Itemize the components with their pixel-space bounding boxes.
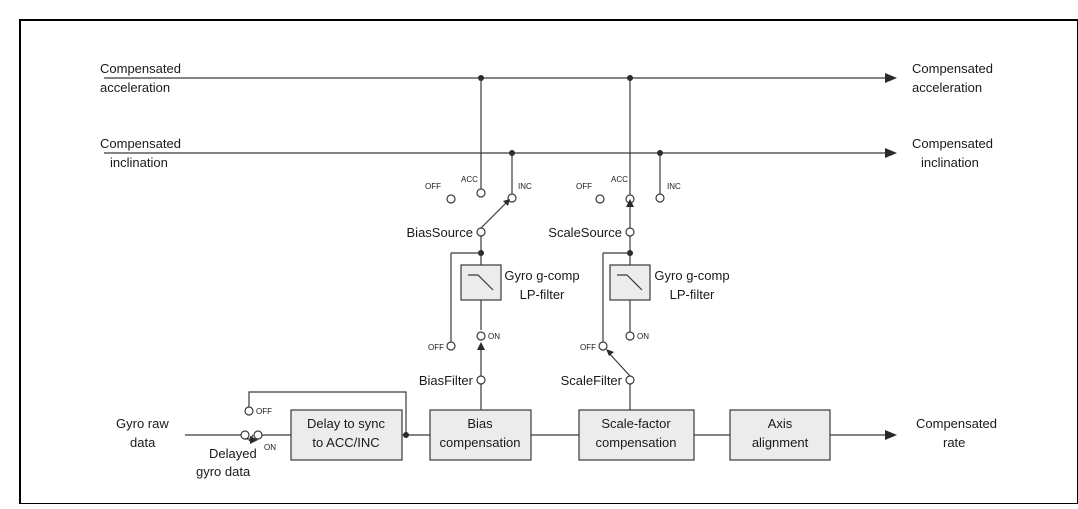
scale-source-inc-terminal [655,193,665,203]
input-acceleration-line1: Compensated [100,61,181,76]
output-inclination-line1: Compensated [912,136,993,151]
bias-filter-common-terminal [476,375,486,385]
inclination-arrow [885,148,897,158]
scale-block-line1: Scale-factor [601,416,671,431]
rate-output-arrow [885,430,897,440]
bias-source-common-terminal [476,227,486,237]
delay-output-junction [403,432,409,438]
acceleration-arrow [885,73,897,83]
bias-source-label: BiasSource [407,225,473,240]
scale-lp-filter-icon [617,274,643,291]
scale-filter-off-terminal [598,341,608,351]
scale-filter-on-terminal [625,331,635,341]
delayed-gyro-line2: gyro data [196,464,251,479]
delay-block-line1: Delay to sync [307,416,386,431]
input-acceleration-line2: acceleration [100,80,170,95]
bias-filter-switch-label: BiasFilter [419,373,474,388]
delay-switch-arrow [250,436,258,444]
bias-source-inc-terminal [507,193,517,203]
scale-source-common-terminal [625,227,635,237]
bias-filter-label-line2: LP-filter [520,287,565,302]
output-acceleration-line1: Compensated [912,61,993,76]
delay-off-label: OFF [256,407,272,416]
scale-filter-switch-blade [607,351,631,377]
output-rate-line1: Compensated [916,416,997,431]
bias-filter-switch-arrow [477,342,485,350]
axis-block-line1: Axis [768,416,793,431]
output-rate-line2: rate [943,435,965,450]
scale-source-off-terminal [595,194,605,204]
bias-acc-label: ACC [461,175,478,184]
bias-filter-off-label: OFF [428,343,444,352]
scale-filter-switch-label: ScaleFilter [561,373,623,388]
bias-compensation-block [429,409,532,461]
output-acceleration-line2: acceleration [912,80,982,95]
bias-filter-on-terminal [476,331,486,341]
bias-lp-filter-block [460,264,502,301]
bias-on-label: ON [488,332,500,341]
bias-block-line2: compensation [440,435,521,450]
bias-filter-off-terminal [446,341,456,351]
bias-lp-filter-icon [468,274,494,291]
delay-on-terminal [253,430,263,440]
scale-source-switch-arrow [626,199,634,207]
scale-filter-off-label: OFF [580,343,596,352]
delay-off-terminal [244,406,254,416]
bias-filter-label-line1: Gyro g-comp [504,268,579,283]
scale-filter-common-terminal [625,375,635,385]
scale-filter-label-line2: LP-filter [670,287,715,302]
scale-on-label: ON [637,332,649,341]
scale-filter-label-line1: Gyro g-comp [654,268,729,283]
bias-source-switch-arrow [503,199,510,206]
scale-inc-label: INC [667,182,681,191]
axis-alignment-block [729,409,831,461]
scale-off-label: OFF [576,182,592,191]
input-inclination-line2: inclination [110,155,168,170]
scale-factor-compensation-block [578,409,695,461]
gyro-raw-line2: data [130,435,156,450]
bias-block-line1: Bias [467,416,493,431]
input-inclination-line1: Compensated [100,136,181,151]
delay-sync-block [290,409,403,461]
delay-bypass-wire [248,391,407,435]
bias-source-switch-blade [480,200,509,229]
scale-filter-switch-arrow [606,349,614,356]
bias-off-label: OFF [425,182,441,191]
output-inclination-line2: inclination [921,155,979,170]
delay-block-line2: to ACC/INC [312,435,379,450]
scale-block-line2: compensation [596,435,677,450]
delay-on-label: ON [264,443,276,452]
axis-block-line2: alignment [752,435,809,450]
delayed-gyro-line1: Delayed [209,446,257,461]
delayed-gyro-terminal [240,430,250,440]
scale-lp-filter-block [609,264,651,301]
bias-source-off-terminal [446,194,456,204]
gyro-raw-line1: Gyro raw [116,416,169,431]
scale-acc-label: ACC [611,175,628,184]
bias-source-acc-terminal [476,188,486,198]
bias-inc-label: INC [518,182,532,191]
scale-source-label: ScaleSource [548,225,622,240]
